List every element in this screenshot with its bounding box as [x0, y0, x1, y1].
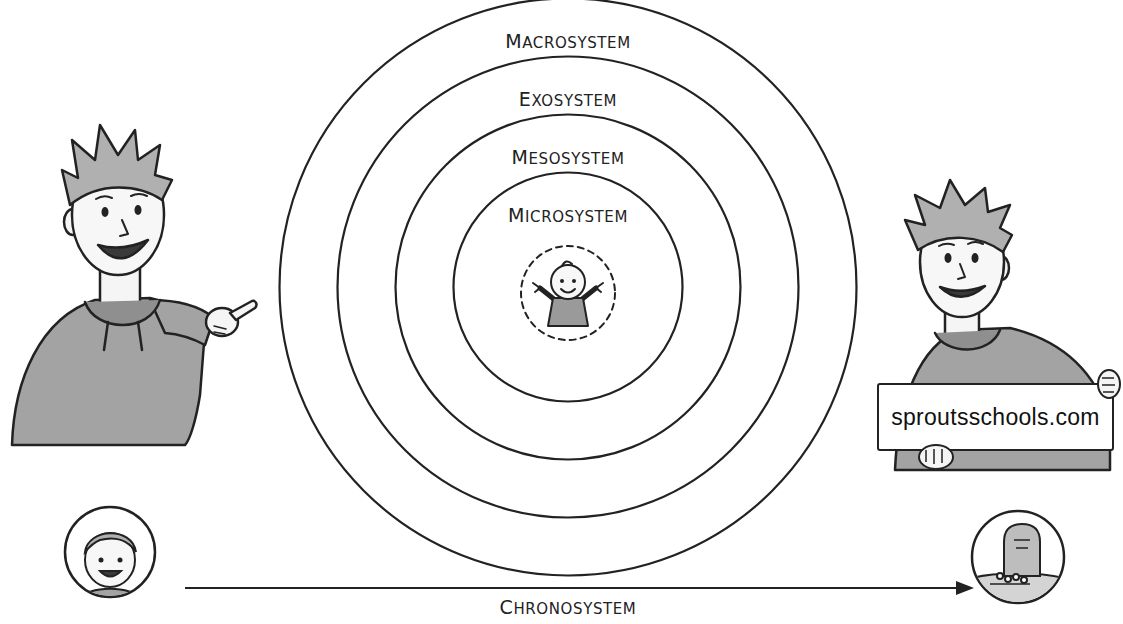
- presenter-left: [102, 207, 109, 217]
- system-label: CHRONOSYSTEM: [500, 597, 637, 619]
- kid-icon: [99, 558, 104, 563]
- gravestone-icon: [972, 574, 1064, 611]
- ring-outline: [454, 173, 683, 402]
- presenter-left: [150, 300, 214, 345]
- presenter-right: [935, 330, 1000, 350]
- kid-icon: [100, 571, 121, 577]
- system-name: EXOSYSTEM: [519, 89, 617, 111]
- ring-outline: [452, 171, 684, 403]
- presenter-left: [120, 220, 128, 236]
- hand: [919, 370, 1120, 469]
- gravestone-icon: [972, 524, 1064, 610]
- gravestone-icon: [1021, 577, 1027, 583]
- time-arrow: [185, 581, 974, 595]
- kid-icon: [85, 533, 135, 587]
- presenter-left: [230, 301, 256, 320]
- child-figure: [560, 279, 564, 283]
- system-ring: EXOSYSTEM MESOSYSTEM MICROSYSTEM: [336, 55, 800, 519]
- ring-outline: [338, 57, 799, 518]
- presenter-right: [939, 242, 983, 246]
- kid-icon: [80, 589, 140, 600]
- kid-icon: [65, 507, 155, 597]
- ring-outline: [336, 55, 800, 519]
- child-figure: [551, 265, 585, 299]
- child-figure: [562, 261, 572, 266]
- child-figure: [521, 246, 615, 340]
- kid-icon: [118, 558, 123, 563]
- presenter-left: [96, 194, 147, 199]
- gravestone-icon: [972, 511, 1064, 610]
- website-url: sproutsschools.com: [891, 404, 1100, 431]
- website-sign: sproutsschools.com: [877, 383, 1114, 451]
- presenter-left: [138, 322, 142, 350]
- hand: [1098, 370, 1120, 398]
- presenter-left: [104, 322, 108, 350]
- hand: [926, 449, 942, 464]
- system-name: MICROSYSTEM: [508, 205, 628, 227]
- kid-icon: [85, 533, 136, 552]
- presenter-right: [972, 253, 979, 263]
- ring-outline: [278, 0, 858, 577]
- presenter-left: [85, 300, 160, 325]
- presenter-left: [135, 205, 142, 215]
- presenter-left: [62, 125, 172, 205]
- presenter-right: [905, 180, 1012, 252]
- presenter-right: [940, 286, 985, 297]
- gravestone-icon: [1005, 576, 1011, 582]
- time-arrow: [185, 587, 958, 589]
- kid-icon: [65, 507, 155, 600]
- presenter-right: [958, 264, 965, 279]
- child-figure: [521, 246, 615, 340]
- hand: [1102, 378, 1115, 392]
- presenter-right: [945, 253, 952, 263]
- gravestone-icon: [1004, 524, 1040, 576]
- ring-outline: [396, 115, 741, 460]
- system-name: MACROSYSTEM: [505, 31, 631, 53]
- system-ring: MICROSYSTEM: [452, 171, 684, 403]
- presenter-left: [98, 240, 148, 258]
- system-ring: MESOSYSTEM MICROSYSTEM: [394, 113, 742, 461]
- presenter-left: [12, 125, 256, 445]
- ring-outline: [280, 0, 857, 576]
- hand: [919, 445, 953, 469]
- child-figure: [548, 298, 588, 326]
- child-figure: [561, 289, 575, 293]
- gravestone-icon: [997, 573, 1003, 579]
- gravestone-icon: [1013, 574, 1019, 580]
- child-figure: [572, 279, 576, 283]
- system-ring: MACROSYSTEM EXOSYSTEM MESOSYSTEM MICROSYSTE…: [278, 0, 858, 577]
- gravestone-icon: [1014, 540, 1030, 548]
- time-arrow: [956, 581, 974, 595]
- presenter-left: [214, 326, 226, 334]
- system-name: MESOSYSTEM: [512, 147, 625, 169]
- kid-icon: [80, 533, 140, 600]
